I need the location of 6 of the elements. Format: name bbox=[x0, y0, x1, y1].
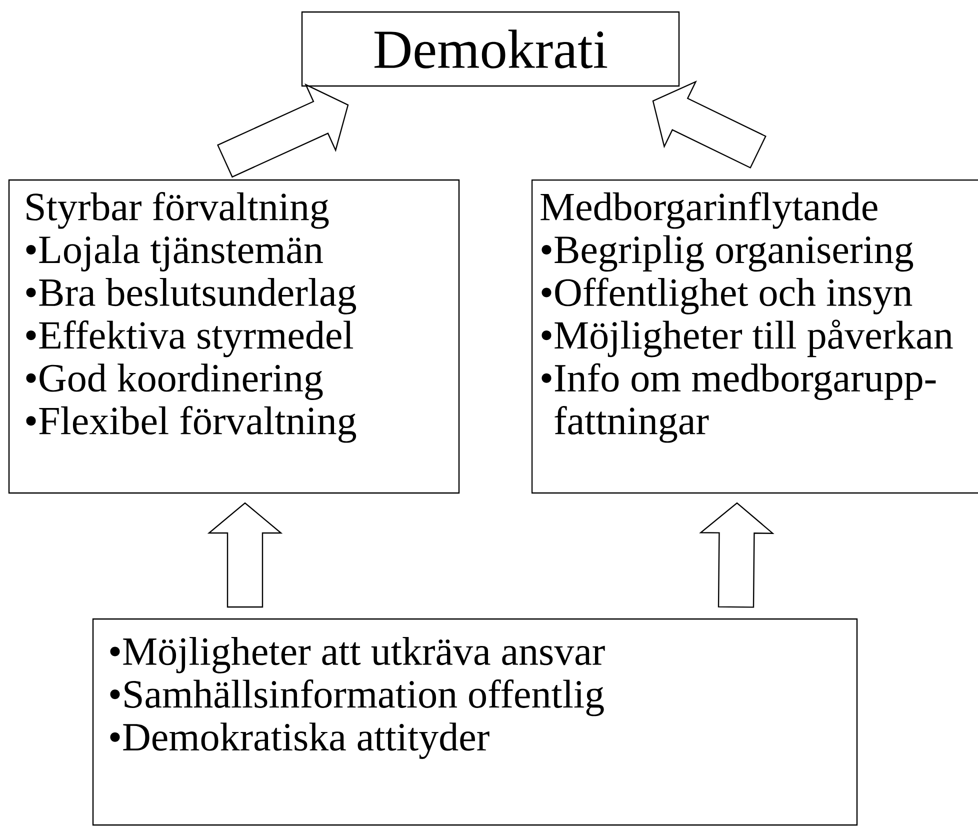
block-arrow bbox=[207, 502, 283, 608]
block-arrow bbox=[699, 502, 774, 608]
text-box: •Möjligheter att utkräva ansvar •Samhällsinformation offentlig •Demokratiska attityder bbox=[92, 618, 858, 826]
text-box: Demokrati bbox=[301, 11, 680, 87]
text-box: Styrbar förvaltning •Lojala tjänstemän •Bra beslutsunderlag •Effektiva styrmedel •God koordinering •Flexibel förvaltning bbox=[8, 179, 460, 494]
text-box: Medborgarinflytande •Begriplig organisering •Offentlighet och insyn •Möjligheter till påverkan •Info om medborgarupp- fattningar bbox=[531, 179, 978, 494]
